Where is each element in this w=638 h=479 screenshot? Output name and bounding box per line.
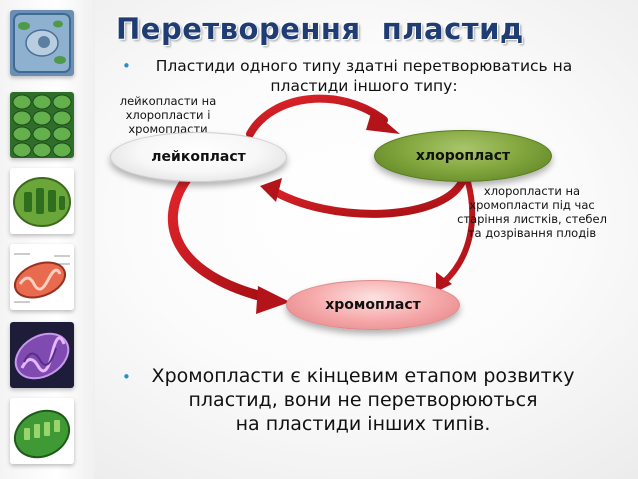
chloroplast-3d-image [10, 398, 74, 464]
conclusion-line-3: на пластиди інших типів. [235, 413, 491, 435]
bullet-icon: • [122, 368, 131, 386]
slide-title: Перетворення пластид [116, 12, 524, 46]
chromoplast-label: хромопласт [325, 297, 421, 313]
chloroplast-image [10, 168, 74, 234]
chloroplast-label: хлоропласт [415, 148, 511, 164]
note-leucoplast-conversion: лейкопласти на хлоропласти і хромопласти [119, 94, 217, 136]
chloroplast-node: хлоропласт [374, 130, 552, 182]
green-cells-image [10, 92, 74, 158]
mitochondrion-3d-image [10, 322, 74, 388]
arrow-chloro-to-leuco-head [260, 178, 282, 202]
bullet-icon: • [122, 57, 131, 75]
conclusion-line-2: пластид, вони не перетворюються [188, 389, 538, 411]
leucoplast-label: лейкопласт [151, 149, 246, 165]
plant-cell-image [10, 10, 74, 76]
arrow-leuco-to-chloro-head [366, 110, 400, 134]
conclusion-text: Хромопласти є кінцевим етапом розвитку п… [143, 364, 583, 436]
leucoplast-node: лейкопласт [110, 132, 287, 182]
mitochondrion-diagram-image [10, 244, 74, 310]
note-chloroplast-conversion: хлоропласти на хромопласти під час старі… [457, 184, 607, 240]
arrow-leuco-to-chromo [168, 175, 273, 303]
intro-line-1: Пластиди одного типу здатні перетворюват… [155, 57, 573, 75]
conclusion-line-1: Хромопласти є кінцевим етапом розвитку [151, 365, 575, 387]
chromoplast-node: хромопласт [286, 280, 460, 330]
intro-text: Пластиди одного типу здатні перетворюват… [144, 56, 584, 96]
arrow-chloro-to-chromo [441, 179, 476, 285]
arrow-leuco-to-chromo-head [256, 286, 290, 314]
decorative-image-strip [0, 0, 95, 479]
arrow-chloro-to-chromo-head [436, 272, 452, 292]
intro-line-2: пластиди іншого типу: [270, 77, 458, 95]
arrow-leuco-to-chloro [246, 94, 388, 138]
arrow-chloro-to-leuco [268, 178, 466, 218]
